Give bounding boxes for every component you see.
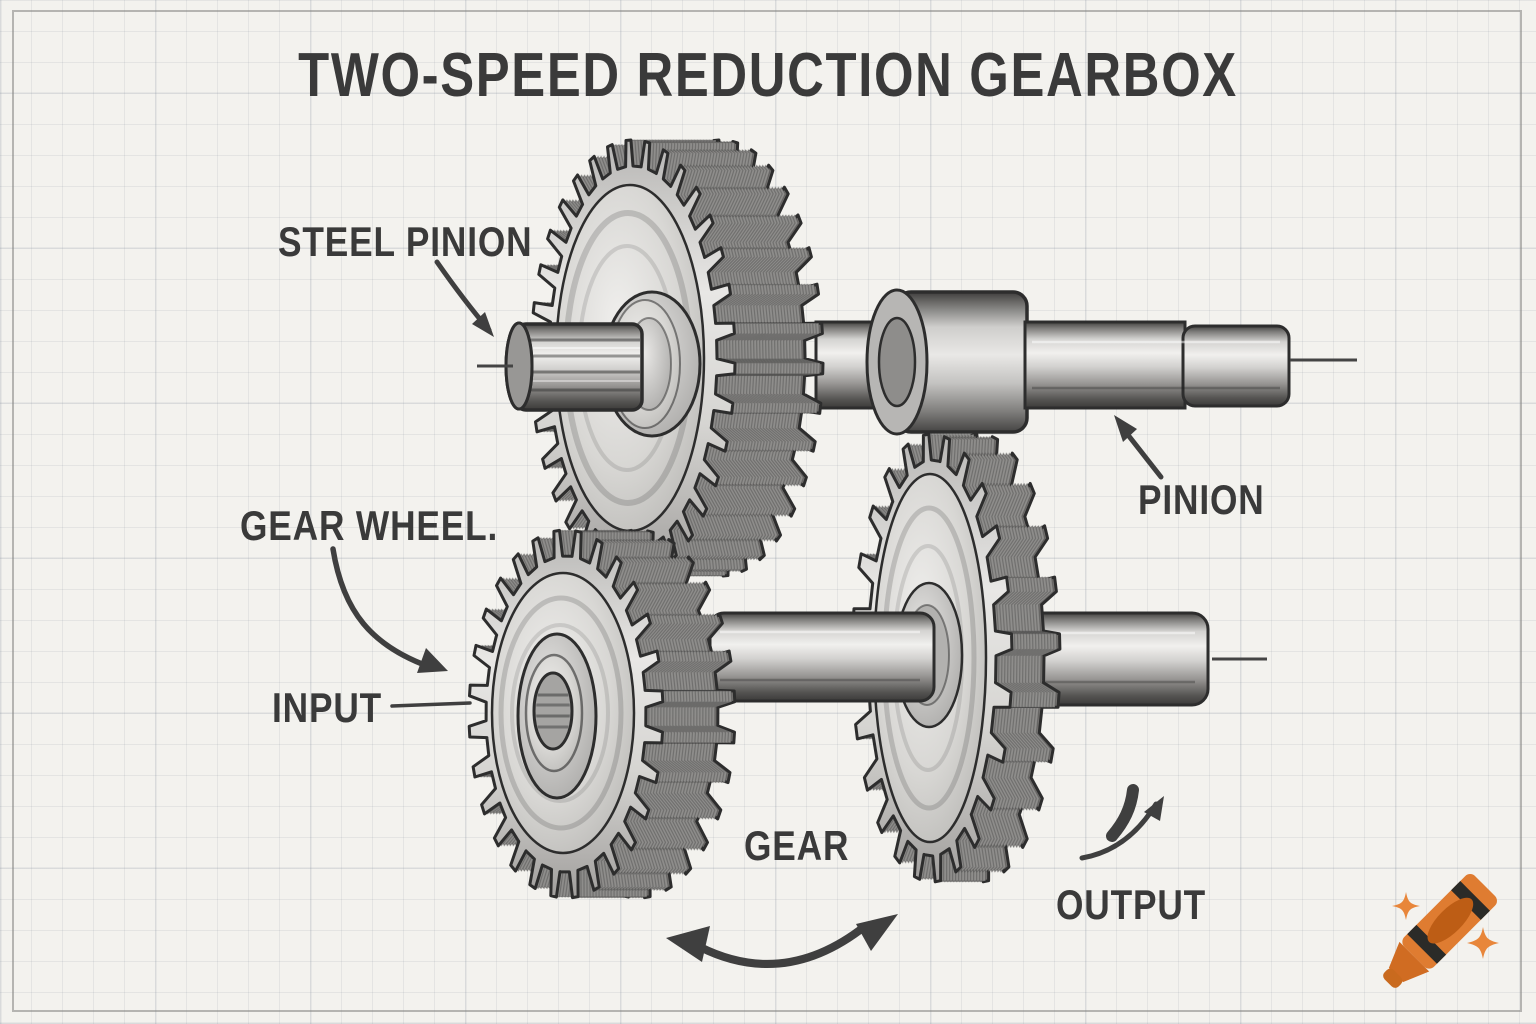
rotation-arc-arrow	[696, 926, 864, 968]
bearing-collar	[865, 288, 1029, 436]
label-output: OUTPUT	[1056, 881, 1207, 928]
label-gear-wheel: GEAR WHEEL.	[240, 502, 499, 549]
output-motion-stroke	[1106, 784, 1139, 842]
steel-pinion-spline-shaft	[504, 321, 644, 412]
crayon-logo	[1383, 874, 1499, 988]
label-gear: GEAR	[744, 822, 850, 869]
input-leader-line	[390, 701, 472, 708]
output-shaft-left	[708, 611, 936, 703]
label-input: INPUT	[272, 684, 383, 731]
sparkle-icon	[1467, 927, 1499, 959]
sparkle-icon	[1392, 892, 1420, 920]
gear-wheel-face	[490, 571, 636, 855]
pinion-shaft	[1023, 320, 1291, 410]
page-title: TWO-SPEED REDUCTION GEARBOX	[298, 41, 1238, 110]
gear-wheel-arrow	[330, 546, 433, 670]
label-steel-pinion: STEEL PINION	[278, 218, 533, 265]
arrow-heads	[417, 312, 1164, 962]
label-pinion: PINION	[1138, 476, 1265, 523]
